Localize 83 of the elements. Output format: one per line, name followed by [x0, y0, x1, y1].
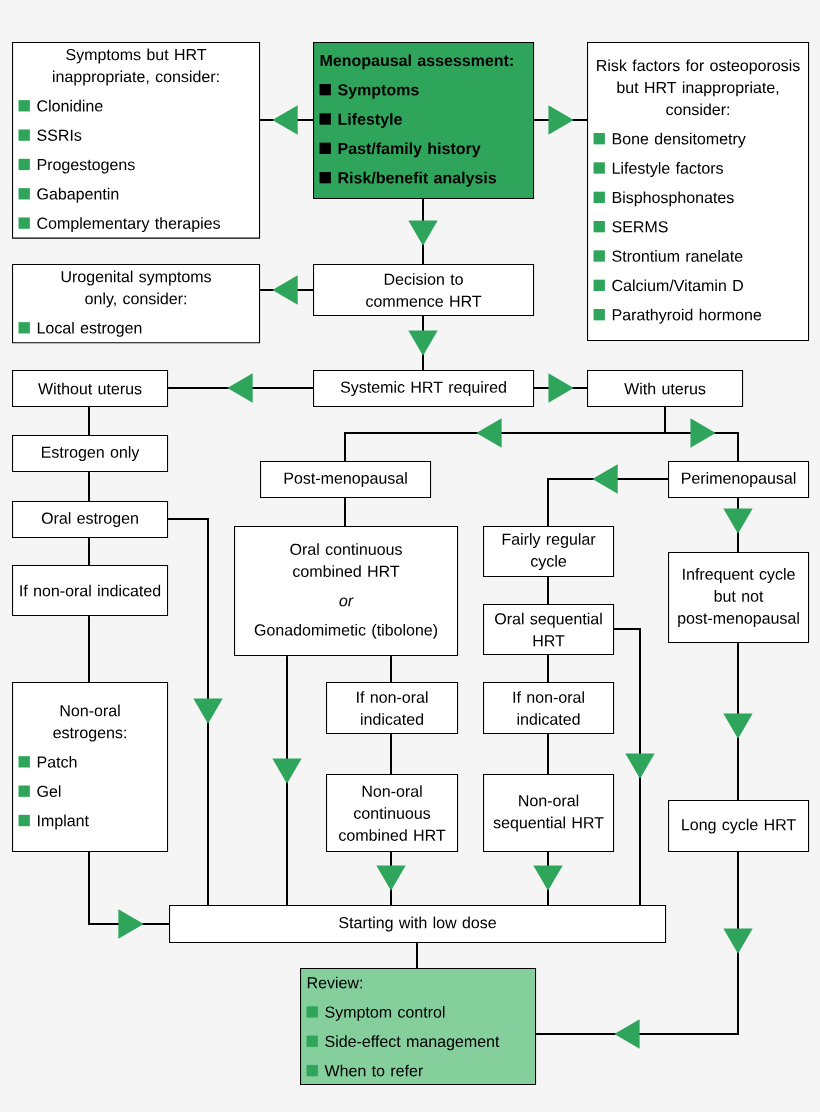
process-box: Post-menopausal: [260, 461, 432, 499]
process-box: Oral estrogen: [12, 501, 169, 539]
box-heading: Urogenital symptoms only, consider:: [61, 270, 211, 308]
bullet-item: Strontium ranelate: [593, 250, 743, 262]
arrow: [88, 851, 170, 939]
box-heading: Menopausal assessment:: [320, 54, 513, 70]
arrow: [723, 642, 753, 801]
connector-line: [416, 942, 418, 969]
process-box: Long cycle HRT: [668, 800, 810, 853]
review-box: [300, 968, 537, 1086]
bullet-item: Gabapentin: [18, 187, 119, 203]
bullet-item: Calcium/Vitamin D: [593, 279, 743, 292]
bullet-item: Risk/benefit analysis: [319, 171, 497, 187]
process-box: Fairly regular cycle: [483, 526, 615, 578]
info-box: [12, 682, 169, 853]
bullet-item: Patch: [18, 755, 77, 768]
process-box: If non-oral indicated: [12, 565, 169, 617]
arrow: [408, 315, 438, 371]
arrow: [408, 198, 438, 265]
process-box: Perimenopausal: [668, 461, 810, 499]
bullet-item: SSRIs: [18, 129, 82, 141]
bullet-item: Bisphosphonates: [593, 191, 734, 207]
connector-line: [547, 733, 549, 775]
arrow: [533, 105, 588, 135]
box-heading: Non-oral estrogens:: [53, 704, 126, 742]
process-box: Systemic HRT required: [313, 370, 535, 408]
process-box: With uterus: [587, 370, 744, 408]
connector-line: [88, 471, 90, 502]
bullet-item: SERMS: [593, 221, 668, 233]
bullet-item: Lifestyle factors: [593, 162, 723, 177]
arrow: [613, 628, 655, 906]
process-box: Infrequent cycle but not post-menopausal: [668, 552, 810, 644]
arrow: [723, 497, 753, 553]
arrow: [272, 655, 302, 906]
connector-line: [547, 654, 549, 683]
bullet-item: Implant: [18, 814, 89, 830]
arrow: [533, 851, 563, 906]
process-box: Non-oral continuous combined HRT: [326, 774, 459, 853]
arrow: [259, 105, 314, 135]
arrow: [167, 518, 223, 906]
bullet-item: Symptom control: [306, 1006, 445, 1021]
bullet-item: Past/family history: [319, 142, 481, 158]
assessment-box: [313, 42, 535, 200]
arrow: [547, 464, 669, 527]
box-heading: Review:: [307, 976, 362, 989]
process-box: Estrogen only: [12, 435, 169, 473]
bullet-item: Bone densitometry: [593, 132, 746, 148]
info-box: [12, 42, 261, 239]
info-box: [12, 264, 261, 344]
connector-line: [390, 655, 392, 683]
bullet-item: Local estrogen: [18, 321, 142, 337]
bullet-item: Side-effect management: [306, 1035, 500, 1051]
bullet-item: Complementary therapies: [18, 217, 220, 233]
connector-line: [547, 576, 549, 605]
process-box: Decision to commence HRT: [313, 264, 535, 317]
process-box: Oral continuous combined HRT or Gonadomimetic (tibolone): [234, 526, 459, 657]
process-box: Non-oral sequential HRT: [483, 774, 615, 853]
process-box: Oral sequential HRT: [483, 604, 615, 656]
bullet-item: When to refer: [306, 1064, 423, 1077]
arrow: [167, 373, 314, 403]
connector-line: [88, 406, 90, 436]
process-box: If non-oral indicated: [326, 682, 459, 735]
arrow: [535, 851, 753, 1049]
arrow: [376, 851, 406, 906]
arrow: [259, 275, 314, 305]
arrow: [664, 406, 739, 462]
connector-line: [344, 497, 346, 527]
process-box: If non-oral indicated: [483, 682, 615, 735]
info-box: [587, 42, 810, 342]
connector-line: [88, 537, 90, 566]
bullet-item: Lifestyle: [319, 113, 402, 128]
process-box: Without uterus: [12, 370, 169, 408]
box-heading: Risk factors for osteoporosis but HRT inappropriate, consider:: [597, 59, 800, 116]
box-heading: Symptoms but HRT inappropriate, consider:: [53, 48, 219, 86]
arrow: [533, 373, 588, 403]
bullet-item: Clonidine: [18, 99, 103, 112]
bullet-item: Gel: [18, 785, 61, 797]
bullet-item: Symptoms: [319, 84, 419, 99]
bullet-item: Progestogens: [18, 158, 135, 174]
process-box: Starting with low dose: [169, 905, 667, 944]
connector-line: [390, 733, 392, 775]
bullet-item: Parathyroid hormone: [593, 308, 762, 324]
connector-line: [88, 615, 90, 683]
